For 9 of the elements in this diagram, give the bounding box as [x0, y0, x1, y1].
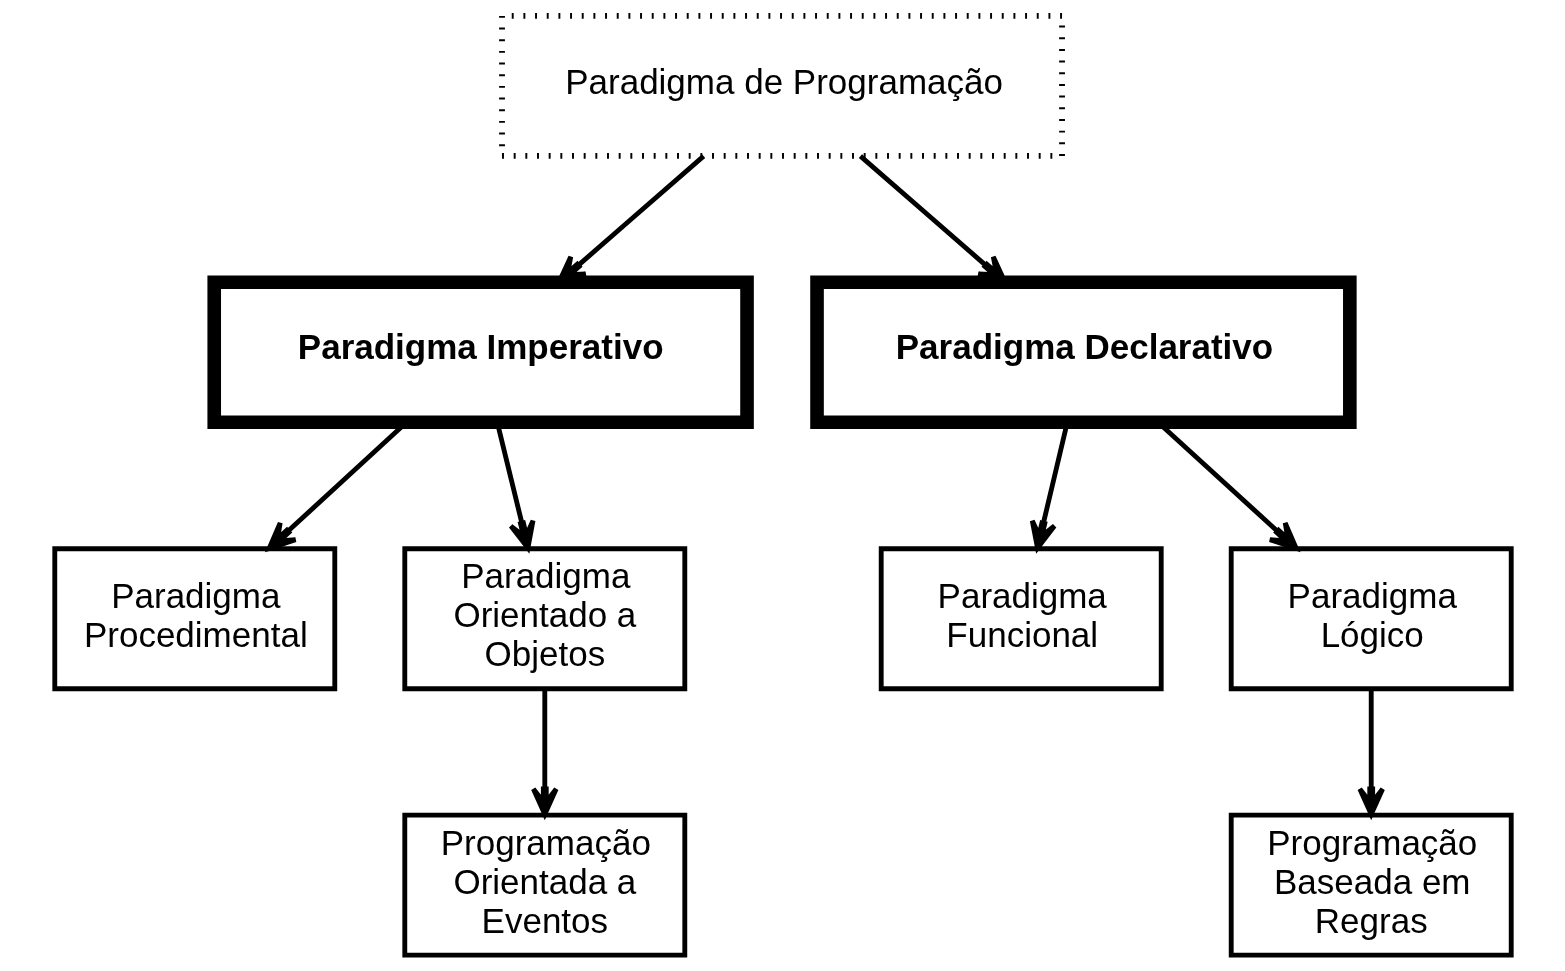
- node-box: Paradigma Declarativo: [809, 275, 1357, 430]
- node-box: Paradigma de Programação: [498, 13, 1065, 159]
- node-box: Paradigma Imperativo: [206, 275, 754, 430]
- node-box: Programação Baseada em Regras: [1228, 812, 1514, 958]
- node-box: Paradigma Orientado a Objetos: [401, 546, 687, 692]
- node-box: Paradigma Procedimental: [51, 546, 337, 692]
- node-box: Paradigma Lógico: [1228, 546, 1514, 692]
- node-box: Paradigma Funcional: [878, 546, 1164, 692]
- node-box: Programação Orientada a Eventos: [401, 812, 687, 958]
